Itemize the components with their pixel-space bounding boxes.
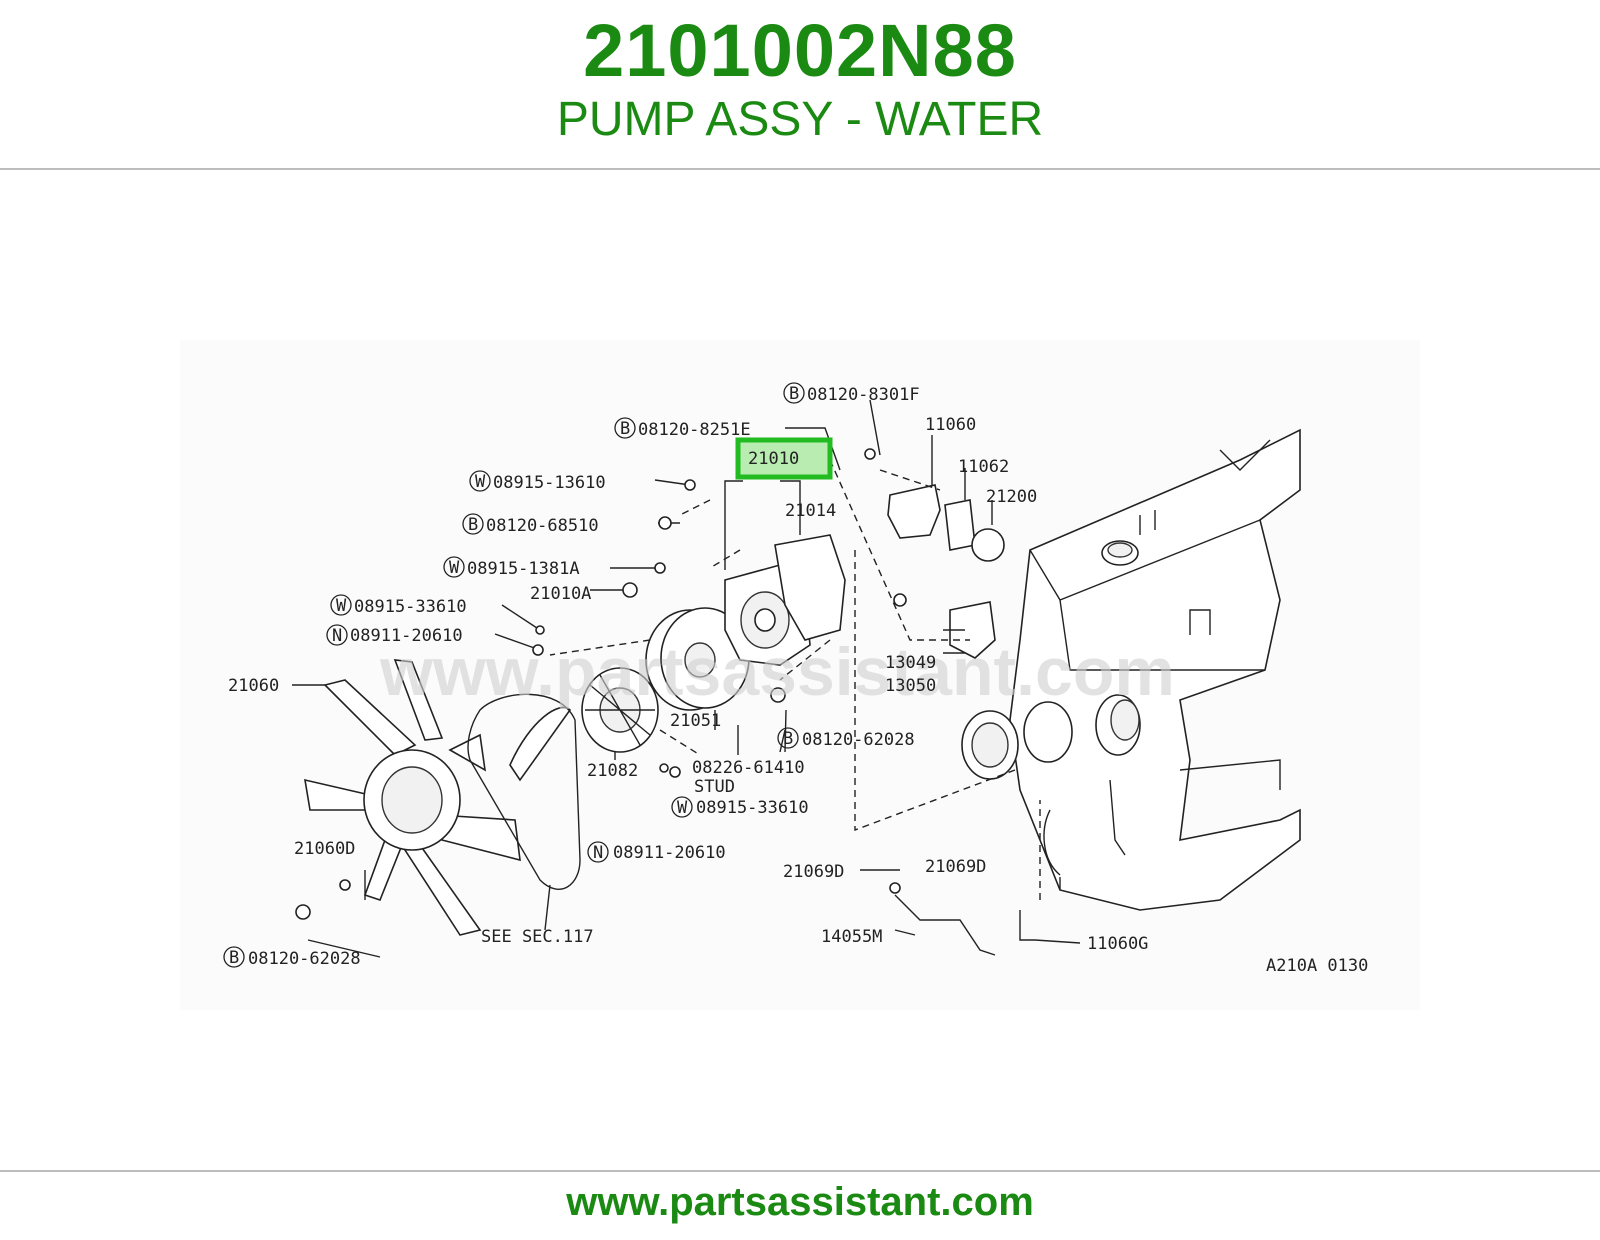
callout-08120-62028-left[interactable]: 08120-62028 bbox=[248, 949, 361, 969]
leader-lines bbox=[292, 399, 1081, 958]
callout-08915-13610[interactable]: 08915-13610 bbox=[493, 473, 606, 493]
nut-symbol-1: N bbox=[332, 626, 342, 646]
callout-21014[interactable]: 21014 bbox=[785, 501, 836, 521]
callout-13050[interactable]: 13050 bbox=[885, 676, 936, 696]
callout-08120-8251E[interactable]: 08120-8251E bbox=[638, 420, 751, 440]
callout-symbols: B B W B W W N B W N B bbox=[223, 382, 805, 968]
bolt-symbol-1: B bbox=[789, 384, 799, 404]
callout-08911-20610-lower[interactable]: 08911-20610 bbox=[613, 843, 726, 863]
callout-21069D-right[interactable]: 21069D bbox=[925, 857, 986, 877]
bolt-symbol-2: B bbox=[620, 419, 630, 439]
callout-21069D-left[interactable]: 21069D bbox=[783, 862, 844, 882]
footer-divider bbox=[0, 1170, 1600, 1172]
callout-11060[interactable]: 11060 bbox=[925, 415, 976, 435]
callout-21051[interactable]: 21051 bbox=[670, 711, 721, 731]
callout-08911-20610-upper[interactable]: 08911-20610 bbox=[350, 626, 463, 646]
watermark-text: www.partsassistant.com bbox=[379, 634, 1175, 710]
callout-21010[interactable]: 21010 bbox=[748, 449, 799, 469]
callout-stud: STUD bbox=[694, 777, 735, 797]
footer-url[interactable]: www.partsassistant.com bbox=[566, 1180, 1034, 1224]
callout-08120-68510[interactable]: 08120-68510 bbox=[486, 516, 599, 536]
gasket-21014-illustration bbox=[774, 534, 846, 641]
callout-21060D[interactable]: 21060D bbox=[294, 839, 355, 859]
washer-symbol-2: W bbox=[449, 558, 460, 578]
callout-13049[interactable]: 13049 bbox=[885, 653, 936, 673]
washer-symbol-4: W bbox=[677, 798, 688, 818]
figure-code: A210A 0130 bbox=[1266, 956, 1368, 976]
washer-symbol-3: W bbox=[336, 596, 347, 616]
callout-see-sec-117[interactable]: SEE SEC.117 bbox=[481, 927, 594, 947]
callout-21200[interactable]: 21200 bbox=[986, 487, 1037, 507]
fan-clutch-21082-illustration bbox=[581, 667, 659, 753]
highlight-box-21010[interactable] bbox=[735, 437, 833, 480]
callout-08120-8301F[interactable]: 08120-8301F bbox=[807, 385, 920, 405]
callout-08915-1381A[interactable]: 08915-1381A bbox=[467, 559, 580, 579]
nut-symbol-2: N bbox=[593, 843, 603, 863]
callout-08120-62028-right[interactable]: 08120-62028 bbox=[802, 730, 915, 750]
exploded-parts-diagram: www.partsassistant.com B B W B W W N B W… bbox=[180, 340, 1420, 1010]
part-number: 2101002N88 bbox=[583, 9, 1017, 92]
callout-11060G[interactable]: 11060G bbox=[1087, 934, 1148, 954]
callout-21010A[interactable]: 21010A bbox=[530, 584, 591, 604]
callout-08226-61410[interactable]: 08226-61410 bbox=[692, 758, 805, 778]
hose-14055m-illustration bbox=[894, 894, 996, 956]
callout-14055M[interactable]: 14055M bbox=[821, 927, 882, 947]
washer-symbol-1: W bbox=[475, 472, 486, 492]
drive-belt-illustration bbox=[467, 693, 581, 890]
callout-21082[interactable]: 21082 bbox=[587, 761, 638, 781]
part-description: PUMP ASSY - WATER bbox=[556, 93, 1044, 146]
fasteners bbox=[295, 448, 907, 920]
engine-block-illustration bbox=[961, 428, 1301, 911]
bolt-symbol-3: B bbox=[468, 515, 478, 535]
bolt-symbol-5: B bbox=[229, 948, 239, 968]
callout-08915-33610-upper[interactable]: 08915-33610 bbox=[354, 597, 467, 617]
callout-08915-33610-lower[interactable]: 08915-33610 bbox=[696, 798, 809, 818]
callout-21060[interactable]: 21060 bbox=[228, 676, 279, 696]
bolt-symbol-4: B bbox=[783, 729, 793, 749]
fan-21060-illustration bbox=[304, 659, 572, 936]
fitting-11060g-illustration bbox=[1019, 910, 1035, 941]
header: 2101002N88 PUMP ASSY - WATER bbox=[0, 0, 1600, 170]
header-divider bbox=[0, 168, 1600, 170]
callout-labels: 08120-8301F 11060 08120-8251E 21010 1106… bbox=[228, 385, 1368, 976]
callout-11062[interactable]: 11062 bbox=[958, 457, 1009, 477]
thermostat-housing-illustration bbox=[887, 484, 1005, 659]
